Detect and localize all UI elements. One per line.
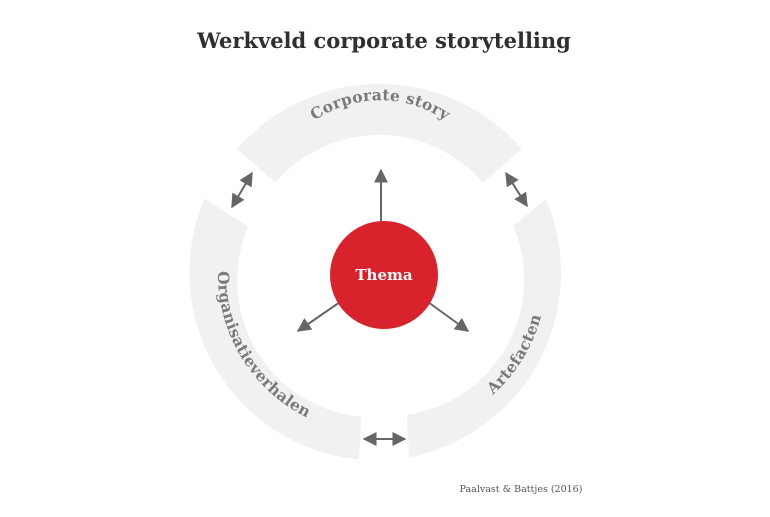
- credit-text: Paalvast & Battjes (2016): [460, 484, 583, 495]
- page-title: Werkveld corporate storytelling: [196, 28, 571, 53]
- segment-artefacten: [406, 199, 562, 458]
- center-circle: [330, 221, 438, 329]
- double-arrow-icon-top-right: [505, 171, 528, 208]
- arrow-icon-down-left: [296, 301, 341, 332]
- double-arrow-icon-top-left: [231, 171, 253, 209]
- cycle-ring: [189, 83, 562, 460]
- center-label: Thema: [355, 266, 412, 284]
- segment-organisatieverhalen: [189, 198, 362, 460]
- segment-corporate-story: [237, 83, 522, 183]
- arrow-icon-down-right: [427, 301, 470, 332]
